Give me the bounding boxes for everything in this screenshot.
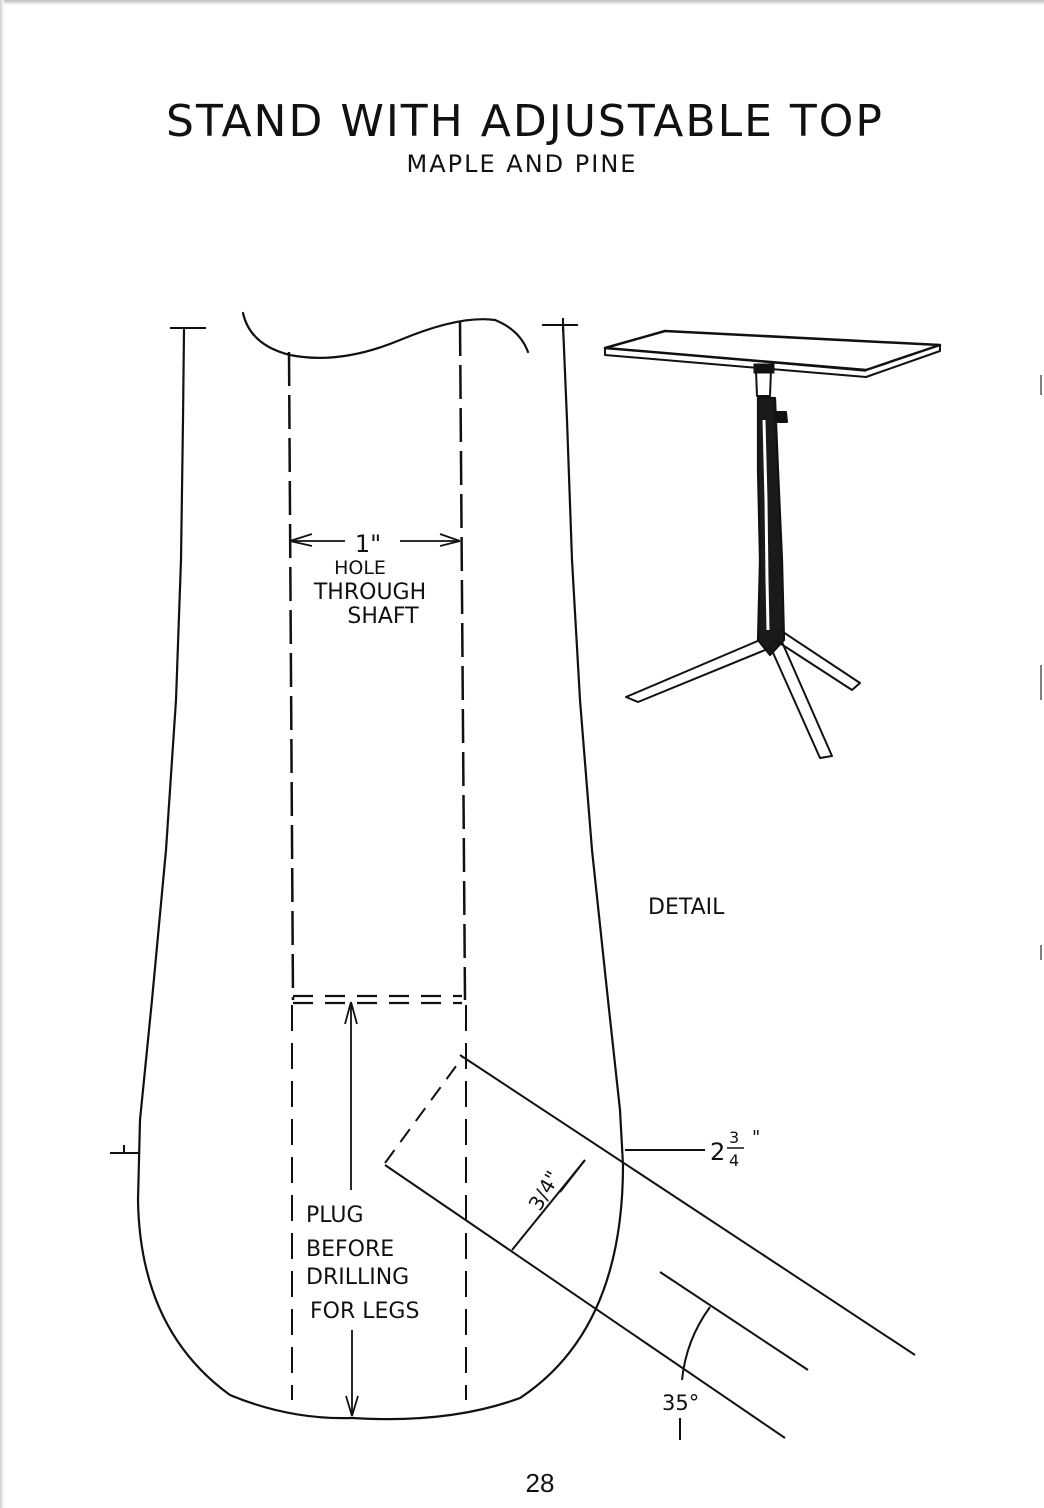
hole-label-line-1: HOLE — [334, 557, 386, 579]
hole-left-dashed — [289, 352, 293, 1000]
detail-knob — [775, 412, 787, 422]
detail-sketch — [605, 331, 940, 758]
plug-label-line-2: BEFORE — [306, 1237, 394, 1262]
shaft-break-line — [243, 313, 528, 358]
detail-collar — [754, 364, 774, 373]
plug-label-line-1: PLUG — [306, 1203, 364, 1228]
leg-dim-line-2 — [560, 1160, 585, 1192]
angle-arc — [682, 1307, 710, 1380]
page-number: 28 — [0, 1468, 1044, 1499]
width-label: 2 3 4 " — [710, 1127, 760, 1170]
plug-label-line-3: DRILLING — [306, 1265, 409, 1290]
hole-right-dashed — [460, 322, 465, 1000]
plug-zone — [293, 996, 462, 1003]
angle-label: 35° — [662, 1391, 699, 1415]
detail-leg-left — [626, 640, 770, 702]
hole-label-line-2: THROUGH — [313, 580, 426, 605]
width-label-whole: 2 — [710, 1138, 725, 1166]
leg-socket-dashed-top — [385, 1058, 462, 1163]
width-label-den: 4 — [729, 1151, 739, 1170]
leg-thickness-label: 3/4" — [524, 1167, 565, 1215]
hole-label-line-3: SHAFT — [347, 604, 419, 629]
leg-socket — [385, 1055, 915, 1440]
width-label-unit: " — [752, 1127, 760, 1148]
leg-center-line-1 — [660, 1272, 808, 1370]
dimension-ticks — [110, 318, 705, 1153]
plug-label-line-4: FOR LEGS — [310, 1299, 419, 1324]
hole-through-shaft — [289, 322, 465, 1000]
detail-upper-post — [756, 370, 771, 396]
hole-dim-left-arrow — [290, 534, 312, 546]
width-label-num: 3 — [729, 1128, 739, 1147]
hole-dimension-label: 1" — [355, 530, 381, 558]
detail-label: DETAIL — [648, 895, 725, 920]
leg-bottom-edge — [385, 1165, 785, 1438]
detail-shaft — [758, 398, 784, 655]
detail-leg-right — [775, 630, 860, 690]
hole-dim-right-arrow — [440, 534, 460, 546]
